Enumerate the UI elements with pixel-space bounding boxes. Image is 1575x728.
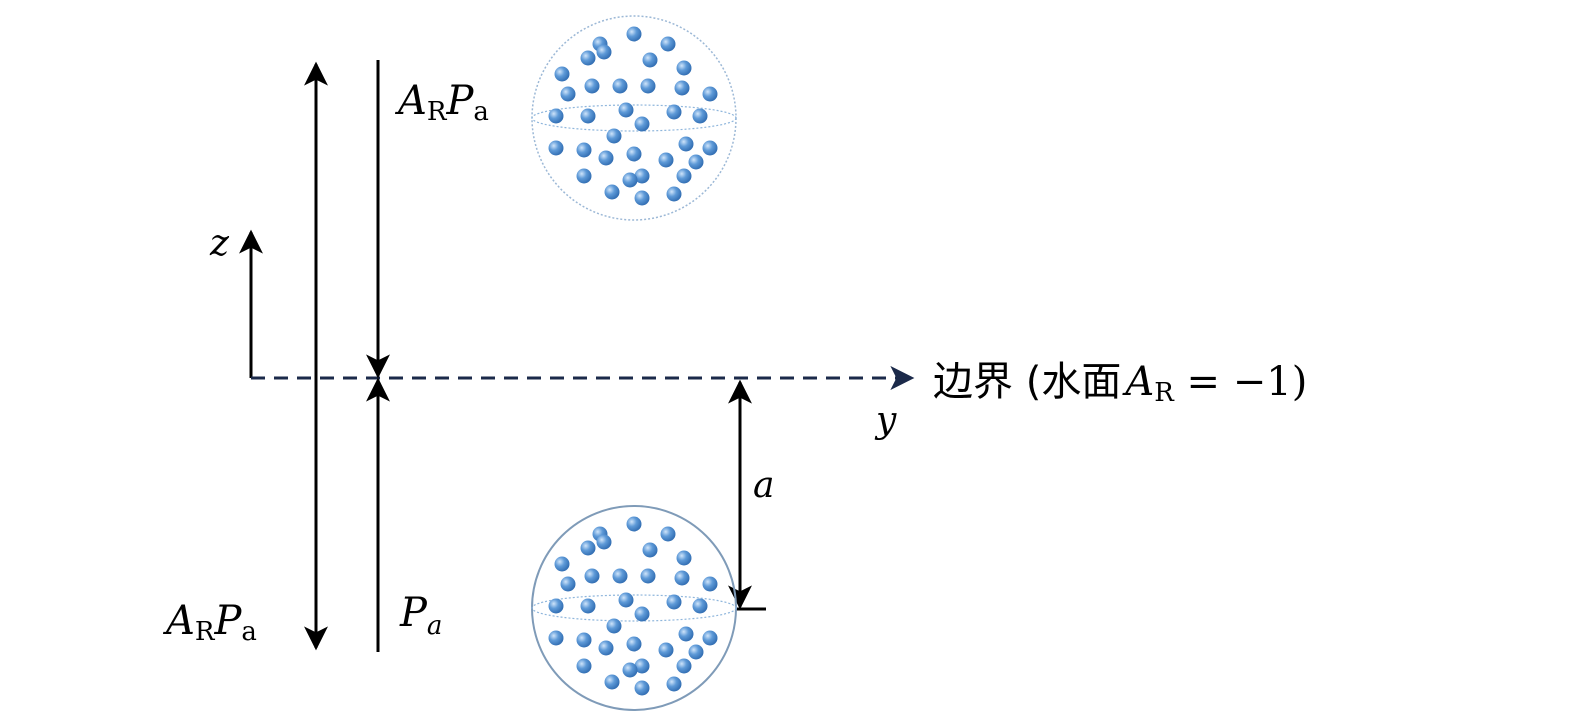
bubble xyxy=(634,116,650,132)
bubble xyxy=(634,168,650,184)
bubble xyxy=(660,36,676,52)
bubble xyxy=(688,154,704,170)
bubble xyxy=(584,78,600,94)
bubble xyxy=(634,658,650,674)
bubble xyxy=(676,550,692,566)
bubble xyxy=(642,52,658,68)
bubble xyxy=(604,674,620,690)
bubble xyxy=(634,190,650,206)
bubble xyxy=(640,568,656,584)
bubble xyxy=(692,108,708,124)
bubble xyxy=(626,516,642,532)
bubble xyxy=(702,576,718,592)
bubble xyxy=(676,168,692,184)
bubble xyxy=(676,60,692,76)
bubble xyxy=(606,618,622,634)
bubble xyxy=(634,680,650,696)
bubble xyxy=(660,526,676,542)
bubble-cluster-real-icon xyxy=(531,505,737,711)
bubble xyxy=(612,78,628,94)
top-wave-label: ARPa xyxy=(394,78,489,127)
bubble xyxy=(622,662,638,678)
bubble xyxy=(548,630,564,646)
bubble xyxy=(666,186,682,202)
sphere-equator xyxy=(531,594,737,622)
bubble xyxy=(606,128,622,144)
bubble xyxy=(576,658,592,674)
bubble xyxy=(596,534,612,550)
bubble xyxy=(674,80,690,96)
bubble xyxy=(666,104,682,120)
bubble xyxy=(580,108,596,124)
distance-label: a xyxy=(753,465,774,506)
bubble xyxy=(702,86,718,102)
bubble xyxy=(560,86,576,102)
bubble xyxy=(618,592,634,608)
y-axis-label: y xyxy=(874,400,897,441)
bubble xyxy=(618,102,634,118)
bubble xyxy=(622,172,638,188)
bubble xyxy=(576,142,592,158)
bubble xyxy=(688,644,704,660)
bubble xyxy=(598,640,614,656)
sphere-equator xyxy=(531,104,737,132)
z-axis-label: z xyxy=(209,223,230,264)
bubble xyxy=(580,50,596,66)
bubble xyxy=(666,594,682,610)
bubble xyxy=(580,598,596,614)
bubble xyxy=(640,78,656,94)
bubble xyxy=(598,150,614,166)
distance-arrow xyxy=(728,379,766,611)
bubble xyxy=(596,44,612,60)
bubble xyxy=(692,598,708,614)
bubble xyxy=(580,540,596,556)
bubble xyxy=(576,632,592,648)
bubble xyxy=(666,676,682,692)
bubble xyxy=(604,184,620,200)
bubble xyxy=(678,626,694,642)
bubble xyxy=(676,658,692,674)
bubble xyxy=(702,140,718,156)
bubble xyxy=(634,606,650,622)
bubble xyxy=(612,568,628,584)
bubble xyxy=(626,26,642,42)
bubble xyxy=(576,168,592,184)
bubble xyxy=(626,636,642,652)
bubble xyxy=(658,642,674,658)
bubble xyxy=(560,576,576,592)
bubble xyxy=(548,140,564,156)
bubble xyxy=(548,598,564,614)
bubble xyxy=(678,136,694,152)
bubble xyxy=(554,556,570,572)
bubble xyxy=(642,542,658,558)
incident-wave-label: Pa xyxy=(399,590,442,641)
bubble xyxy=(702,630,718,646)
bubble xyxy=(554,66,570,82)
bubble xyxy=(658,152,674,168)
bubble xyxy=(584,568,600,584)
left-wave-label: ARPa xyxy=(162,598,257,647)
bubble xyxy=(548,108,564,124)
bubble-cluster-image-icon xyxy=(531,15,737,221)
bubble xyxy=(626,146,642,162)
bubble xyxy=(674,570,690,586)
